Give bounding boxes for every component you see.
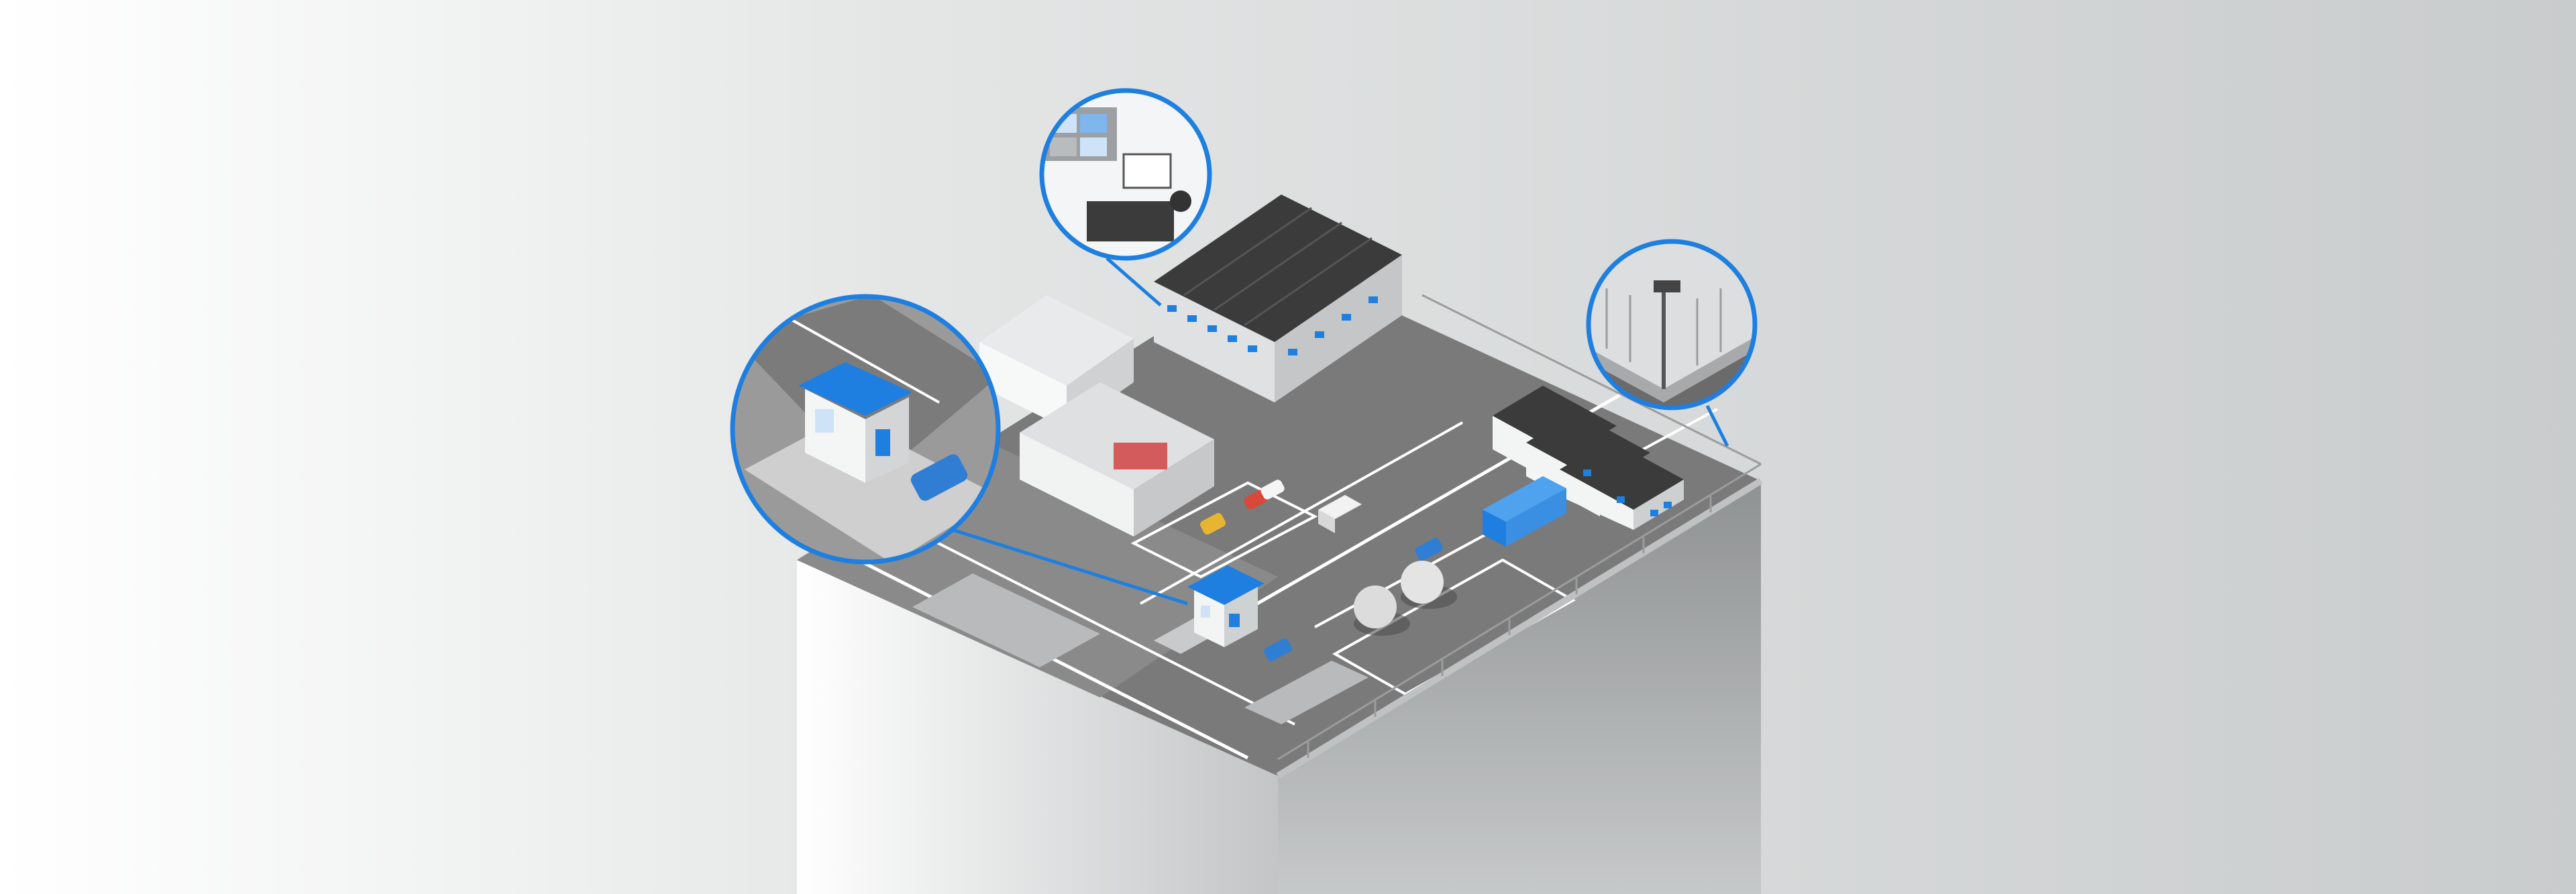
perimeter-fence (1276, 294, 1763, 779)
car-yellow (1200, 512, 1226, 535)
parking-lot (1130, 480, 1443, 579)
platform-right-side (1278, 481, 1761, 894)
callout-connectors (952, 257, 1729, 606)
platform-left-side (797, 560, 1278, 894)
entrance-gatehouse (1187, 565, 1292, 661)
warehouse-row-right (1493, 386, 1684, 530)
fence-camera (1654, 280, 1680, 292)
car-white (1260, 480, 1285, 500)
warehouse-buildings (979, 295, 1214, 537)
factory-building (1154, 194, 1402, 402)
control-room-callout (1039, 88, 1212, 261)
car-blue-gate (1264, 638, 1292, 661)
small-van (1318, 495, 1362, 533)
car-red (1244, 490, 1268, 510)
gatehouse-zoom-callout (730, 294, 1001, 565)
car-blue-lot (1415, 538, 1443, 561)
storage-tanks (1354, 561, 1457, 636)
perimeter-camera-callout (1586, 239, 1758, 410)
delivery-truck (1483, 476, 1566, 547)
